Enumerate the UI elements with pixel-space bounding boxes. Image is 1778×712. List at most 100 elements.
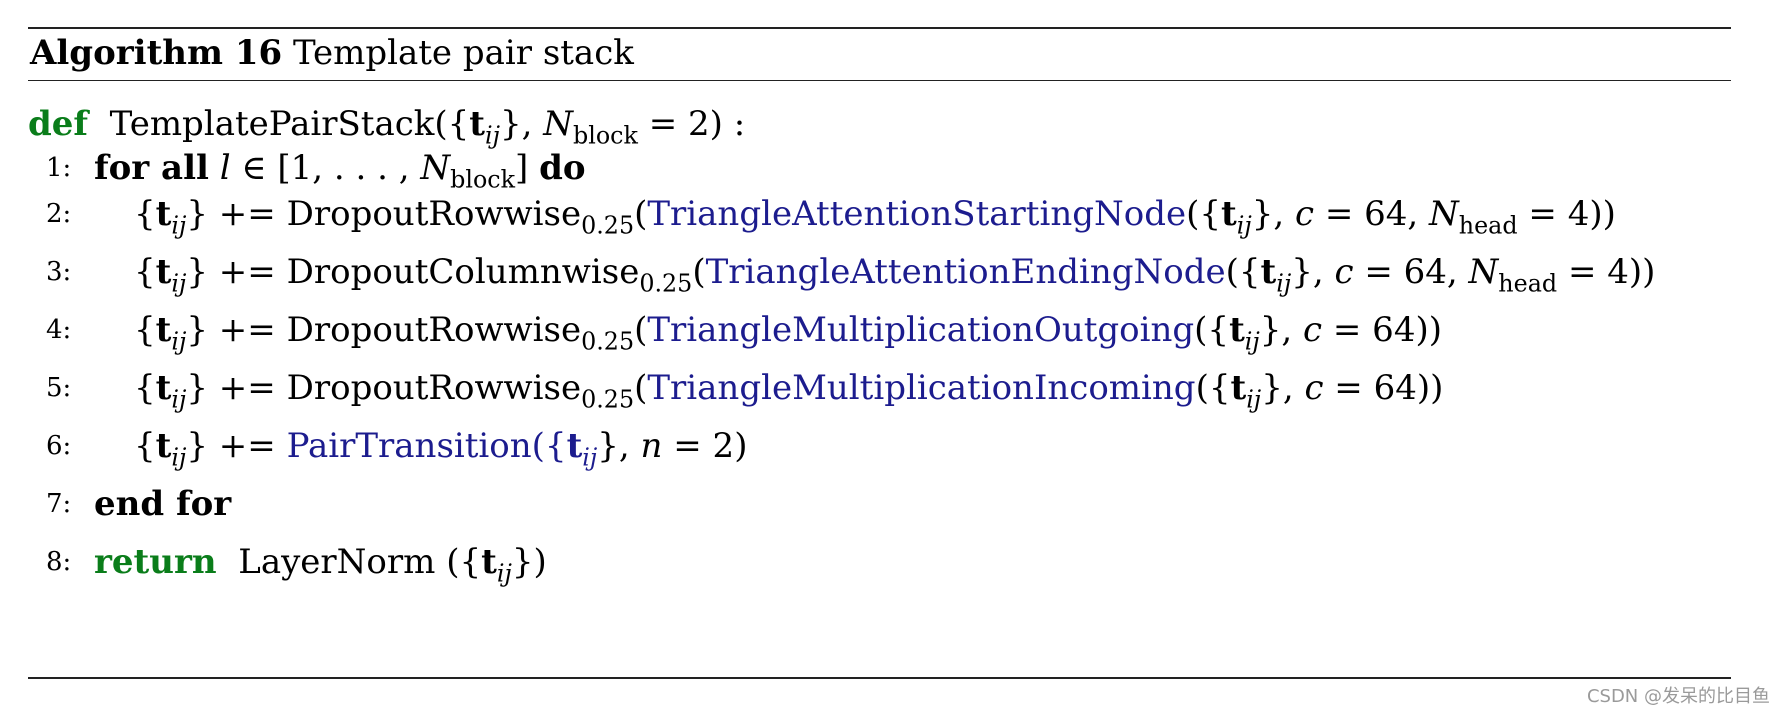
- line-code: {tij} += PairTransition({tij}, n = 2): [134, 421, 747, 471]
- function-call: TriangleMultiplicationIncoming: [647, 368, 1196, 408]
- dropout-rate: 0.25: [581, 211, 635, 240]
- open-paren: (: [692, 252, 706, 292]
- line-code: {tij} += DropoutRowwise0.25(TriangleMult…: [134, 363, 1443, 413]
- watermark: CSDN @发呆的比目鱼: [1586, 686, 1770, 707]
- args-t: t: [481, 542, 497, 582]
- definition-line: def TemplatePairStack({tij}, Nblock = 2)…: [28, 102, 746, 150]
- c-value: = 64,: [1353, 252, 1469, 292]
- dropout-rate: 0.25: [581, 385, 635, 414]
- lhs-close: } +=: [186, 368, 287, 408]
- dropout-op: DropoutColumnwise: [286, 252, 640, 292]
- args-t: t: [566, 426, 583, 466]
- c-var: c: [1303, 310, 1323, 350]
- lhs-open: {: [134, 194, 156, 234]
- arg-sub: ij: [484, 121, 500, 150]
- lhs-open: {: [134, 310, 156, 350]
- args-open: ({: [1186, 194, 1221, 234]
- line-number: 1:: [46, 153, 72, 183]
- args-sub: ij: [582, 443, 598, 472]
- lhs-t: t: [155, 252, 172, 292]
- function-call: TriangleAttentionStartingNode: [647, 194, 1187, 234]
- n-param: n: [640, 426, 663, 466]
- lhs-sub: ij: [171, 211, 187, 240]
- arg-tail: = 2) :: [637, 104, 746, 144]
- args-open: ({: [1225, 252, 1261, 292]
- line-number: 2:: [46, 199, 72, 229]
- dropout-rate: 0.25: [581, 327, 635, 356]
- c-var: c: [1334, 252, 1354, 292]
- arg-mid: },: [499, 104, 544, 144]
- args-open: ({: [1194, 310, 1230, 350]
- line-number: 5:: [46, 373, 72, 403]
- line-number: 6:: [46, 431, 72, 461]
- args-t: t: [1221, 194, 1237, 234]
- args-rest: },: [1259, 310, 1304, 350]
- n-sub: head: [1498, 269, 1558, 298]
- open-paren: (: [634, 310, 648, 350]
- n-var: N: [1429, 194, 1459, 234]
- bottom-rule: [28, 677, 1731, 679]
- header-rule: [28, 80, 1731, 81]
- lhs-t: t: [155, 194, 172, 234]
- line-code: {tij} += DropoutColumnwise0.25(TriangleA…: [134, 247, 1655, 297]
- args-sub: ij: [1244, 327, 1260, 356]
- n-var: N: [1468, 252, 1499, 292]
- lhs-close: } +=: [186, 252, 287, 292]
- function-name: TemplatePairStack({: [109, 104, 470, 144]
- lhs-open: {: [134, 368, 156, 408]
- lhs-sub: ij: [171, 269, 187, 298]
- n-var: N: [420, 148, 451, 188]
- args-rest: },: [1261, 368, 1305, 408]
- function-call: PairTransition: [286, 426, 532, 466]
- args-t: t: [1260, 252, 1277, 292]
- args-sub: ij: [1246, 385, 1262, 414]
- line-code: {tij} += DropoutRowwise0.25(TriangleAtte…: [134, 189, 1616, 239]
- lhs-open: {: [134, 426, 156, 466]
- function-call: LayerNorm: [238, 542, 436, 582]
- top-rule: [28, 27, 1731, 29]
- for-all-keyword: for all: [94, 148, 209, 188]
- args-sub: ij: [496, 559, 512, 588]
- args-sub: ij: [1276, 269, 1292, 298]
- line-number: 8:: [46, 547, 72, 577]
- n-sub: block: [450, 165, 516, 194]
- do-keyword: do: [539, 148, 586, 188]
- algorithm-title: Template pair stack: [292, 33, 634, 73]
- args-rest: },: [1251, 194, 1295, 234]
- loop-var: l: [219, 148, 231, 188]
- line-code: for all l ∈ [1, . . . , Nblock] do: [94, 143, 586, 193]
- dropout-op: DropoutRowwise: [286, 194, 582, 234]
- open-paren: (: [634, 368, 648, 408]
- range-text: ∈ [1, . . . ,: [230, 148, 421, 188]
- line-number: 4:: [46, 315, 72, 345]
- lhs-close: } +=: [186, 426, 287, 466]
- args-open: ({: [531, 426, 567, 466]
- n-value: = 2): [662, 426, 748, 466]
- args-sub: ij: [1236, 211, 1252, 240]
- args-t: t: [1229, 310, 1245, 350]
- function-call: TriangleAttentionEndingNode: [705, 252, 1226, 292]
- args-t: t: [1230, 368, 1247, 408]
- c-value: = 64,: [1314, 194, 1429, 234]
- arg-n-sub: block: [572, 121, 638, 150]
- arg-n: N: [543, 104, 573, 144]
- lhs-close: } +=: [186, 194, 287, 234]
- dropout-op: DropoutRowwise: [286, 368, 582, 408]
- line-number: 7:: [46, 489, 72, 519]
- lhs-t: t: [155, 310, 172, 350]
- c-value: = 64)): [1323, 368, 1444, 408]
- algorithm-label: Algorithm 16: [30, 33, 283, 73]
- line-number: 3:: [46, 257, 72, 287]
- args-open: ({: [1195, 368, 1231, 408]
- end-for-keyword: end for: [94, 484, 232, 524]
- dropout-op: DropoutRowwise: [286, 310, 582, 350]
- n-sub: head: [1458, 211, 1518, 240]
- lhs-close: } +=: [186, 310, 287, 350]
- line-code: return LayerNorm ({tij}): [94, 537, 547, 587]
- return-keyword: return: [94, 542, 217, 582]
- lhs-t: t: [155, 368, 172, 408]
- args-close: }): [511, 542, 547, 582]
- c-value: = 64)): [1322, 310, 1442, 350]
- lhs-sub: ij: [171, 327, 187, 356]
- n-value: = 4)): [1517, 194, 1616, 234]
